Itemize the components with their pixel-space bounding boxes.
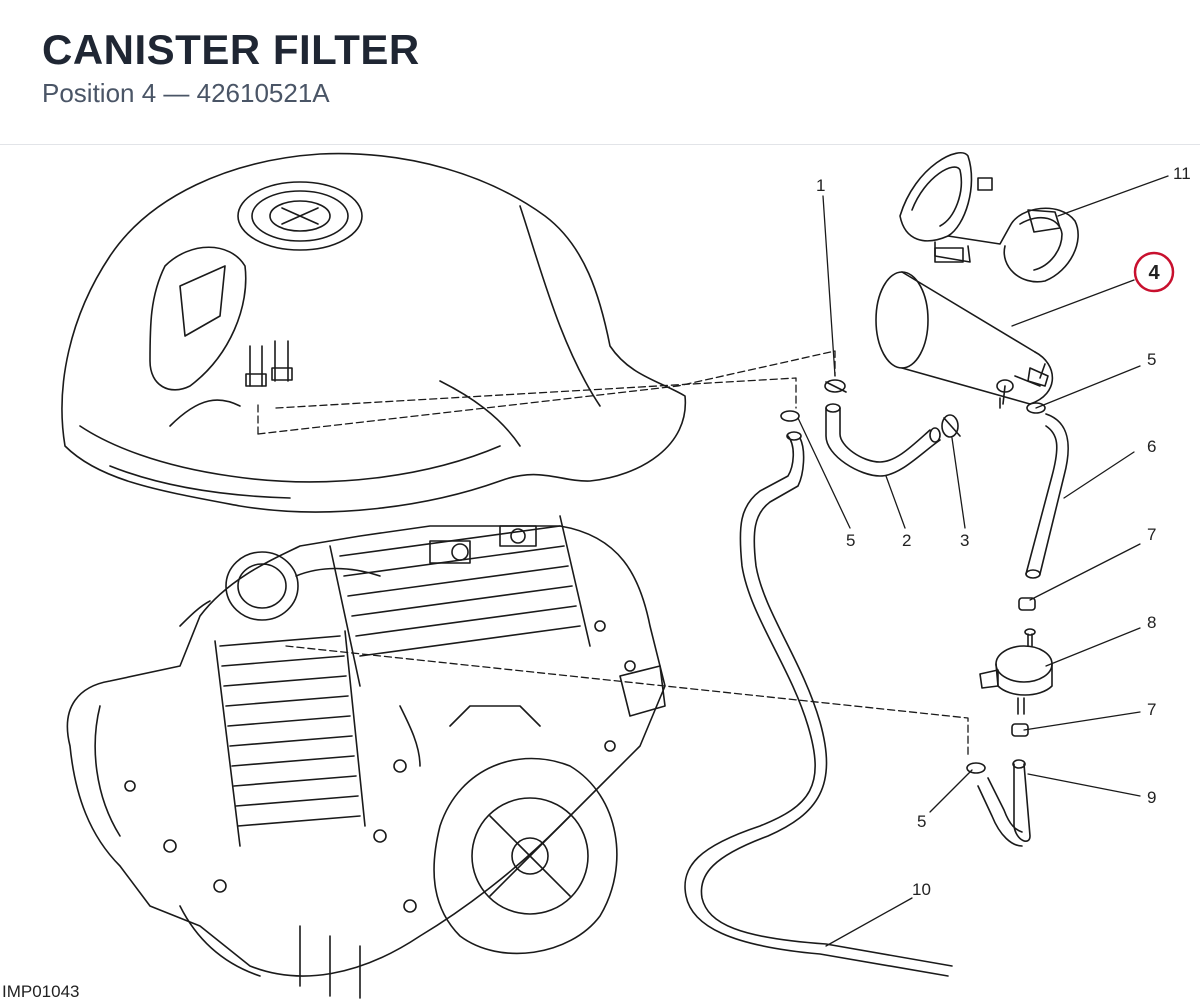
page-title: CANISTER FILTER — [42, 26, 420, 73]
header-divider — [0, 144, 1200, 145]
callout-7-upper: 7 — [1147, 525, 1156, 544]
callout-10: 10 — [912, 880, 931, 899]
callout-7-lower: 7 — [1147, 700, 1156, 719]
callout-11: 11 — [1173, 164, 1191, 183]
fuel-tank-illustration — [61, 152, 687, 513]
callout-5-upper-left: 5 — [846, 531, 855, 550]
clamp-part-7 — [1011, 597, 1036, 737]
reference-dashed-lines — [257, 350, 969, 759]
clamp-part-5 — [780, 402, 1046, 774]
clamp-part-3 — [941, 414, 961, 438]
callout-9: 9 — [1147, 788, 1156, 807]
callout-5-upper-right: 5 — [1147, 350, 1156, 369]
clamp-part-1 — [824, 379, 847, 393]
callout-4-highlighted: 4 — [1148, 262, 1160, 284]
callout-2: 2 — [902, 531, 911, 550]
engine-illustration — [66, 515, 666, 999]
exploded-parts-diagram: 1 2 3 5 5 5 6 7 7 8 9 10 11 4 — [61, 151, 1191, 999]
canister-filter-part-4 — [875, 271, 1054, 409]
canister-bracket-part-11 — [899, 151, 1079, 283]
hose-part-10 — [684, 431, 953, 977]
hose-part-9 — [977, 759, 1031, 847]
image-reference-code: IMP01043 — [2, 982, 80, 1001]
header: CANISTER FILTER Position 4 — 42610521A — [0, 0, 1200, 146]
hose-part-6 — [1025, 413, 1070, 579]
callout-5-lower: 5 — [917, 812, 926, 831]
callout-labels: 1 2 3 5 5 5 6 7 7 8 9 10 11 4 — [816, 164, 1191, 899]
hose-part-2 — [825, 403, 941, 477]
callout-leaders — [797, 175, 1169, 947]
callout-3: 3 — [960, 531, 969, 550]
highlight-ring — [1133, 251, 1175, 293]
valve-part-8 — [979, 628, 1053, 715]
callout-8: 8 — [1147, 613, 1156, 632]
callout-6: 6 — [1147, 437, 1156, 456]
page-subtitle: Position 4 — 42610521A — [42, 78, 330, 108]
callout-1: 1 — [816, 176, 825, 195]
